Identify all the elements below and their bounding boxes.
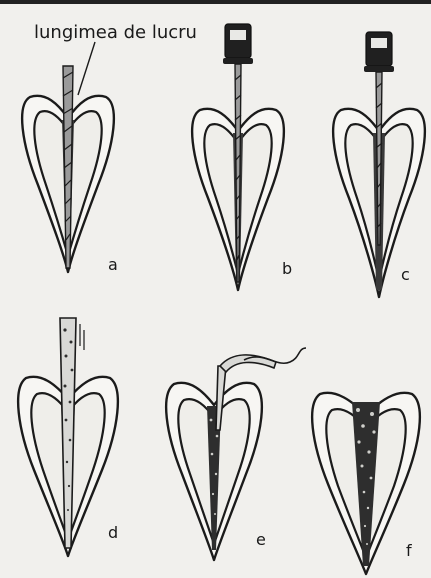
panel-letter-d: d [108,523,118,542]
working-length-caption: lungimea de lucru [34,22,197,43]
rubber-stopper-b [223,58,253,64]
panel-letter-a: a [108,255,118,274]
accessory-points-d [80,324,84,350]
top-border [0,0,431,4]
panel-letter-e: e [256,530,266,549]
file-handle-window-b [230,30,246,40]
panel-a: a [22,66,118,274]
panel-letter-b: b [282,259,292,278]
file-handle-window-c [371,38,387,48]
panel-e: e [166,348,306,560]
rubber-stopper-c [364,66,394,72]
panel-d: d [18,318,118,556]
panel-letter-f: f [406,541,412,560]
panel-c: c [333,32,425,297]
file-handle-b [225,24,251,58]
file-handle-c [366,32,392,66]
panel-f: f [312,393,420,574]
panel-letter-c: c [401,265,410,284]
caption-leader-line [78,42,95,95]
panel-b: b [192,24,292,290]
